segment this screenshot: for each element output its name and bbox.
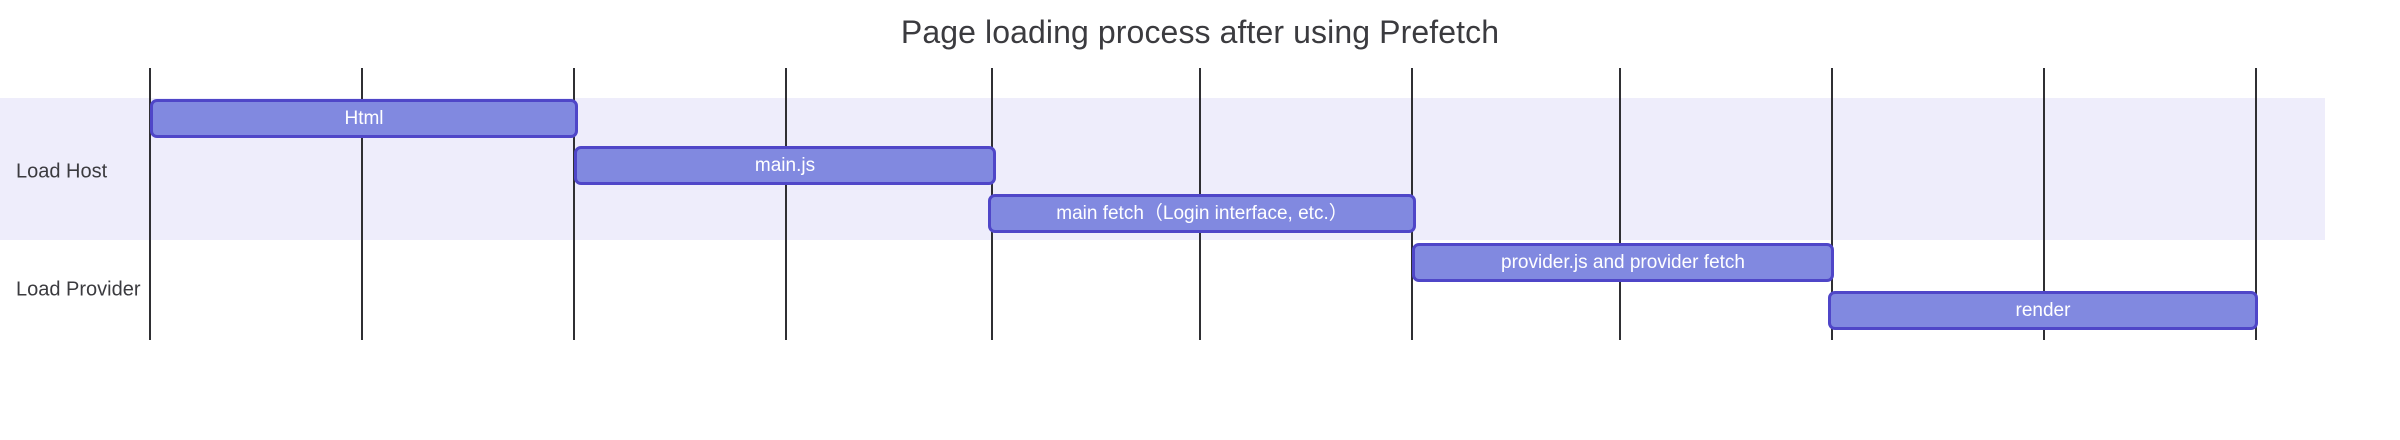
gridline-tick-9 — [2043, 68, 2045, 340]
gridline-tick-1 — [361, 68, 363, 340]
task-bar-load-host-2[interactable]: main fetch（Login interface, etc.） — [988, 194, 1416, 233]
task-bar-label: main fetch（Login interface, etc.） — [1056, 203, 1348, 224]
task-bar-label: main.js — [754, 155, 816, 176]
task-bar-label: provider.js and provider fetch — [1501, 252, 1745, 273]
task-bar-label: render — [2015, 300, 2071, 321]
gridline-tick-2 — [573, 68, 575, 340]
task-bar-label: Html — [344, 108, 384, 129]
gridline-tick-0 — [149, 68, 151, 340]
page-title: Page loading process after using Prefetc… — [900, 14, 1500, 50]
task-bar-load-provider-4[interactable]: render — [1828, 291, 2258, 330]
task-bar-load-provider-3[interactable]: provider.js and provider fetch — [1412, 243, 1834, 282]
lane-label-load-host: Load Host — [16, 160, 108, 183]
gridline-tick-3 — [785, 68, 787, 340]
gridline-tick-10 — [2255, 68, 2257, 340]
gridline-tick-7 — [1619, 68, 1621, 340]
lane-label-load-provider: Load Provider — [16, 278, 141, 301]
task-bar-load-host-1[interactable]: main.js — [574, 146, 996, 185]
gridline-tick-8 — [1831, 68, 1833, 340]
task-bar-load-host-0[interactable]: Html — [150, 99, 578, 138]
